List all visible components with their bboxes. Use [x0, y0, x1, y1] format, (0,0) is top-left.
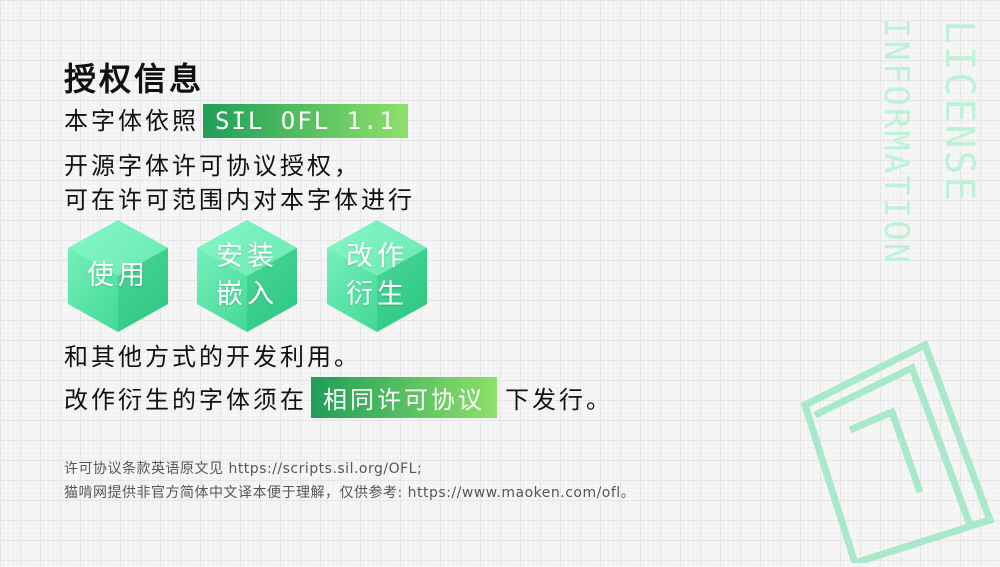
footnote-original: 许可协议条款英语原文见 https://scripts.sil.org/OFL; — [64, 461, 423, 477]
same-license-suffix: 下发行。 — [505, 386, 613, 414]
cube-label: 改作 — [346, 241, 408, 272]
cube-label: 嵌入 — [216, 279, 278, 310]
brand-logo — [800, 340, 1000, 567]
cube-label: 使用 — [87, 260, 149, 291]
same-license-badge: 相同许可协议 — [311, 377, 497, 418]
license-line-prefix: 本字体依照 — [64, 107, 199, 135]
footnote-translation: 猫啃网提供非官方简体中文译本便于理解，仅供参考: https://www.mao… — [64, 485, 636, 501]
line-same-license: 改作衍生的字体须在相同许可协议下发行。 — [64, 377, 613, 418]
side-text-information: INFORMATION — [876, 18, 916, 266]
line-other-use: 和其他方式的开发利用。 — [64, 343, 361, 371]
same-license-prefix: 改作衍生的字体须在 — [64, 386, 307, 414]
cube-modify-derive: 改作衍生 — [327, 220, 427, 332]
cube-label: 安装 — [216, 241, 278, 272]
license-badge: SIL OFL 1.1 — [203, 104, 408, 138]
cube-icon — [327, 220, 427, 332]
cube-install-embed: 安装嵌入 — [197, 220, 297, 332]
book-logo-icon — [800, 340, 995, 567]
line-permission: 可在许可范围内对本字体进行 — [64, 186, 415, 214]
cube-icon — [197, 220, 297, 332]
cube-use: 使用 — [68, 220, 168, 332]
cube-label: 衍生 — [346, 279, 408, 310]
side-text-license: LICENSE — [936, 20, 982, 203]
cube-icon — [68, 220, 168, 332]
line-open-source: 开源字体许可协议授权， — [64, 152, 361, 180]
page-title: 授权信息 — [64, 60, 205, 98]
